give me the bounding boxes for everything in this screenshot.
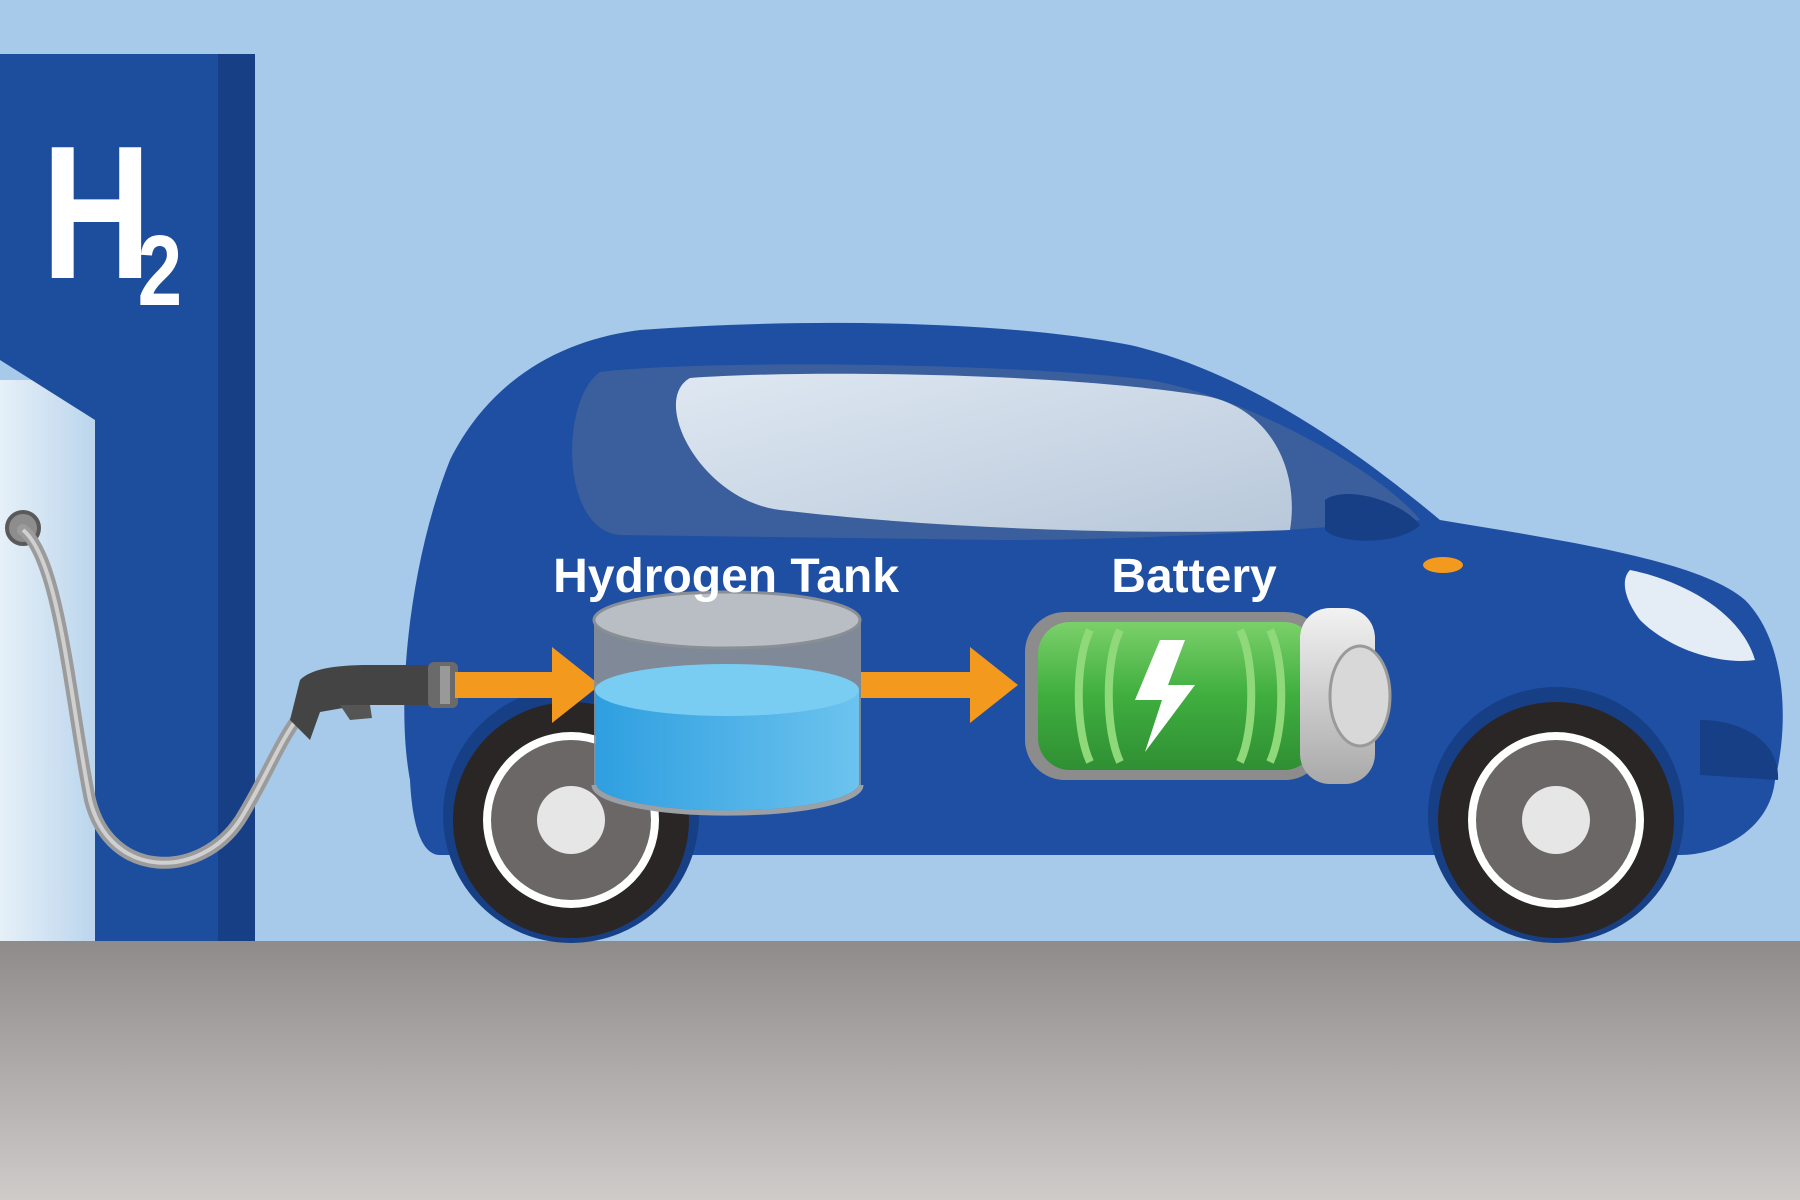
lightning-bolt-icon <box>1135 640 1195 752</box>
car-window <box>675 373 1292 532</box>
battery-label: Battery <box>1111 550 1277 603</box>
hydrogen-tank <box>591 590 864 816</box>
arrow-to-battery <box>861 647 1018 723</box>
rear-wheel <box>1428 687 1684 943</box>
turn-signal <box>1423 557 1463 573</box>
side-mirror <box>1325 494 1420 541</box>
fuel-nozzle <box>290 662 458 740</box>
arrow-to-tank <box>455 647 600 723</box>
hydrogen-station: H 2 <box>0 54 255 941</box>
ground <box>0 941 1800 1200</box>
battery <box>1025 608 1392 784</box>
station-sign-subscript: 2 <box>138 216 182 328</box>
headlight <box>1624 570 1755 661</box>
hydrogen-tank-label: Hydrogen Tank <box>553 550 899 603</box>
station-sign-h: H <box>42 107 152 319</box>
